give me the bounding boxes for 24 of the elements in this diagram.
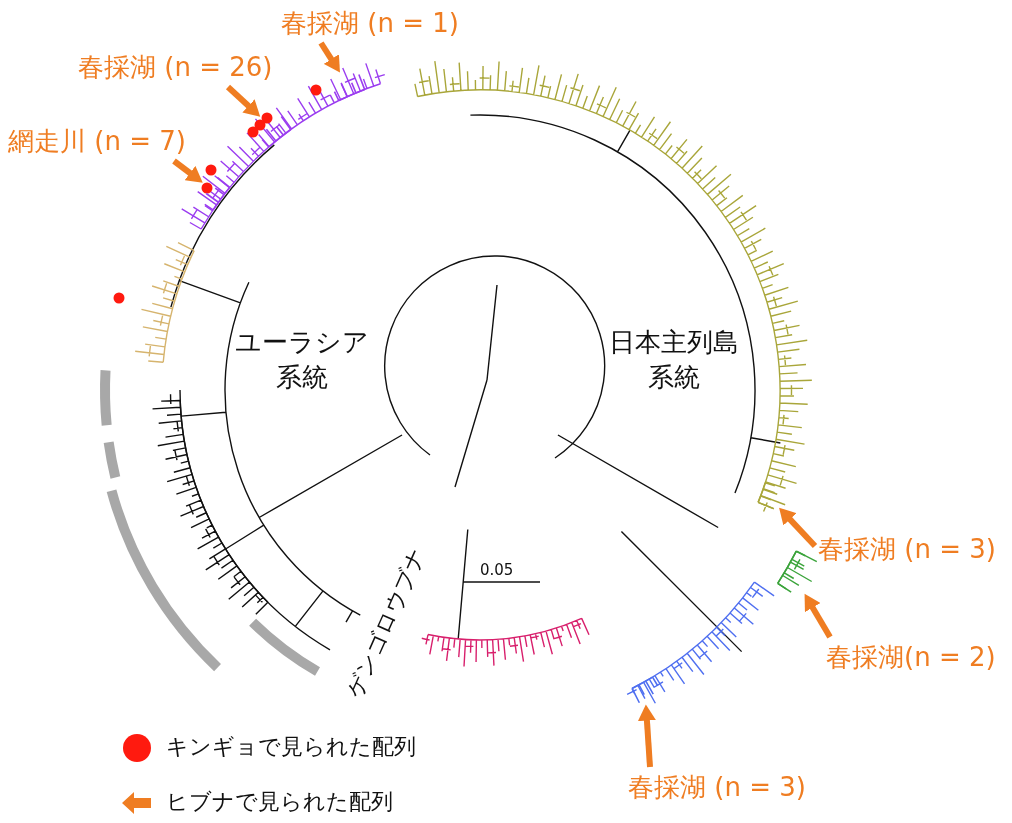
- tree-branch: [776, 550, 806, 593]
- sample-label: 春採湖 (n = 3): [818, 532, 996, 566]
- legend-label: ヒブナで見られた配列: [166, 788, 393, 816]
- scale-label: 0.05: [480, 560, 514, 581]
- tree-branch: [261, 115, 292, 148]
- arrow: [318, 41, 340, 73]
- sample-label: 春採湖 (n = 3): [628, 770, 806, 804]
- arrow: [225, 84, 261, 117]
- lineage-label: ユーラシア系統: [233, 326, 370, 395]
- arrow: [172, 158, 203, 183]
- sample-label: 春採湖(n = 2): [826, 640, 996, 674]
- species-label: ゲンゴロウブナ: [340, 542, 432, 703]
- tree-branch: [203, 176, 231, 211]
- tree-branch: [333, 73, 366, 102]
- arrow: [804, 593, 833, 639]
- lineage-label: 日本主列島系統: [607, 326, 740, 395]
- sample-label: 春採湖 (n = 1): [281, 6, 459, 40]
- legend-label: キンギョで見られた配列: [166, 733, 416, 761]
- tree-branch: [757, 481, 779, 510]
- tree-branch: [631, 676, 659, 704]
- sample-label: 春採湖 (n = 26): [78, 50, 273, 84]
- sample-label: 網走川 (n = 7): [8, 124, 186, 158]
- arrow: [637, 704, 656, 768]
- arrow: [779, 507, 818, 549]
